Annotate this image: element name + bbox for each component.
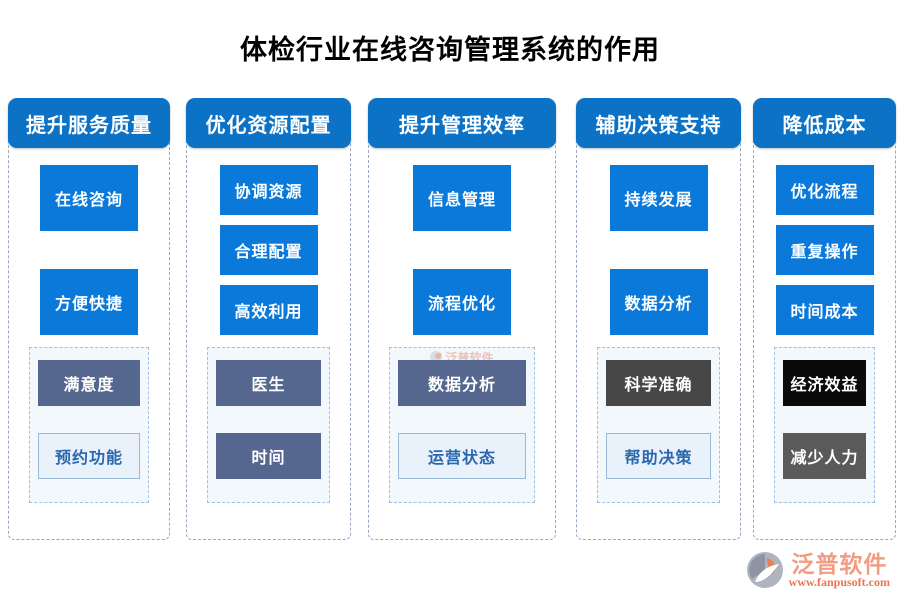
sub-box: 减少人力 [783, 433, 866, 479]
sub-box: 数据分析 [398, 360, 526, 406]
sub-box: 运营状态 [398, 433, 526, 479]
feature-box: 协调资源 [219, 165, 318, 215]
feature-box: 数据分析 [609, 269, 708, 335]
column-management-efficiency: 提升管理效率 信息管理 流程优化 泛普软件 数据分析 运营状态 [368, 98, 556, 544]
column-resource-allocation: 优化资源配置 协调资源 合理配置 高效利用 医生 时间 [186, 98, 351, 544]
column-cost-reduction: 降低成本 优化流程 重复操作 时间成本 经济效益 减少人力 [753, 98, 896, 544]
feature-box: 时间成本 [775, 285, 874, 335]
sub-panel: 医生 时间 [207, 347, 330, 503]
sub-box: 满意度 [38, 360, 140, 406]
fanpu-logo-icon [746, 552, 783, 588]
column-header: 降低成本 [753, 98, 896, 148]
feature-list: 信息管理 流程优化 [368, 165, 556, 335]
sub-box: 预约功能 [38, 433, 140, 479]
brand-name: 泛普软件 [791, 550, 888, 577]
column-decision-support: 辅助决策支持 持续发展 数据分析 科学准确 帮助决策 [576, 98, 741, 544]
sub-box: 时间 [216, 433, 321, 479]
feature-box: 在线咨询 [40, 165, 138, 231]
column-header: 提升服务质量 [8, 98, 170, 148]
feature-list: 协调资源 合理配置 高效利用 [186, 165, 351, 335]
feature-box: 高效利用 [219, 285, 318, 335]
brand-text: 泛普软件 www.fanpusoft.com [788, 550, 890, 589]
sub-box: 医生 [216, 360, 321, 406]
sub-panel: 泛普软件 数据分析 运营状态 [389, 347, 535, 503]
sub-box: 科学准确 [606, 360, 711, 406]
sub-panel: 经济效益 减少人力 [774, 347, 875, 503]
column-service-quality: 提升服务质量 在线咨询 方便快捷 满意度 预约功能 [8, 98, 170, 544]
feature-box: 合理配置 [219, 225, 318, 275]
sub-panel: 科学准确 帮助决策 [597, 347, 720, 503]
feature-list: 在线咨询 方便快捷 [8, 165, 170, 335]
feature-box: 流程优化 [413, 269, 511, 335]
feature-box: 信息管理 [413, 165, 511, 231]
page-title: 体检行业在线咨询管理系统的作用 [240, 35, 660, 65]
feature-box: 持续发展 [609, 165, 708, 231]
brand-footer: 泛普软件 www.fanpusoft.com [745, 550, 890, 590]
column-header: 辅助决策支持 [576, 98, 741, 148]
feature-box: 优化流程 [775, 165, 874, 215]
feature-box: 重复操作 [775, 225, 874, 275]
sub-panel: 满意度 预约功能 [29, 347, 149, 503]
feature-list: 持续发展 数据分析 [576, 165, 741, 335]
feature-list: 优化流程 重复操作 时间成本 [753, 165, 896, 335]
column-header: 提升管理效率 [368, 98, 556, 148]
sub-box: 经济效益 [783, 360, 866, 406]
column-header: 优化资源配置 [186, 98, 351, 148]
sub-box: 帮助决策 [606, 433, 711, 479]
brand-url[interactable]: www.fanpusoft.com [788, 574, 890, 589]
feature-box: 方便快捷 [40, 269, 138, 335]
